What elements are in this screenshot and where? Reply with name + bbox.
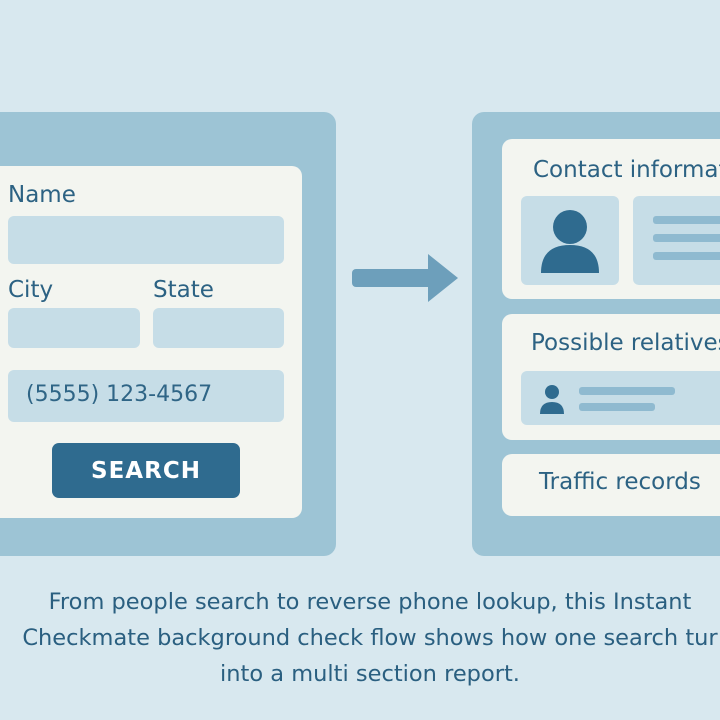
- text-line-placeholder: [579, 387, 675, 395]
- text-line-placeholder: [653, 234, 720, 242]
- person-icon: [540, 385, 564, 414]
- traffic-records-title: Traffic records: [539, 469, 701, 495]
- relatives-card[interactable]: Possible relatives: [502, 314, 720, 440]
- search-button[interactable]: SEARCH: [52, 443, 240, 498]
- avatar: [521, 196, 619, 285]
- phone-input[interactable]: (5555) 123-4567: [8, 370, 284, 422]
- phone-value: (5555) 123-4567: [26, 382, 213, 407]
- name-input[interactable]: [8, 216, 284, 264]
- caption: From people search to reverse phone look…: [0, 584, 720, 692]
- search-form-card: Name City State (5555) 123-4567: [0, 166, 302, 518]
- relative-row: [521, 371, 720, 425]
- caption-line: into a multi section report.: [220, 661, 520, 687]
- state-label: State: [153, 277, 214, 303]
- relatives-title: Possible relatives: [531, 330, 720, 356]
- person-icon: [541, 210, 599, 273]
- contact-details-block: [633, 196, 720, 285]
- contact-info-card[interactable]: Contact informatio: [502, 139, 720, 299]
- contact-info-title: Contact informatio: [533, 157, 720, 183]
- arrow-right-icon: [352, 254, 458, 302]
- caption-line: From people search to reverse phone look…: [48, 589, 692, 615]
- city-input[interactable]: [8, 308, 140, 348]
- traffic-records-card[interactable]: Traffic records: [502, 454, 720, 516]
- text-line-placeholder: [653, 216, 720, 224]
- state-input[interactable]: [153, 308, 284, 348]
- name-label: Name: [8, 182, 76, 208]
- text-line-placeholder: [653, 252, 720, 260]
- text-line-placeholder: [579, 403, 655, 411]
- city-label: City: [8, 277, 54, 303]
- caption-line: Checkmate background check flow shows ho…: [22, 625, 718, 651]
